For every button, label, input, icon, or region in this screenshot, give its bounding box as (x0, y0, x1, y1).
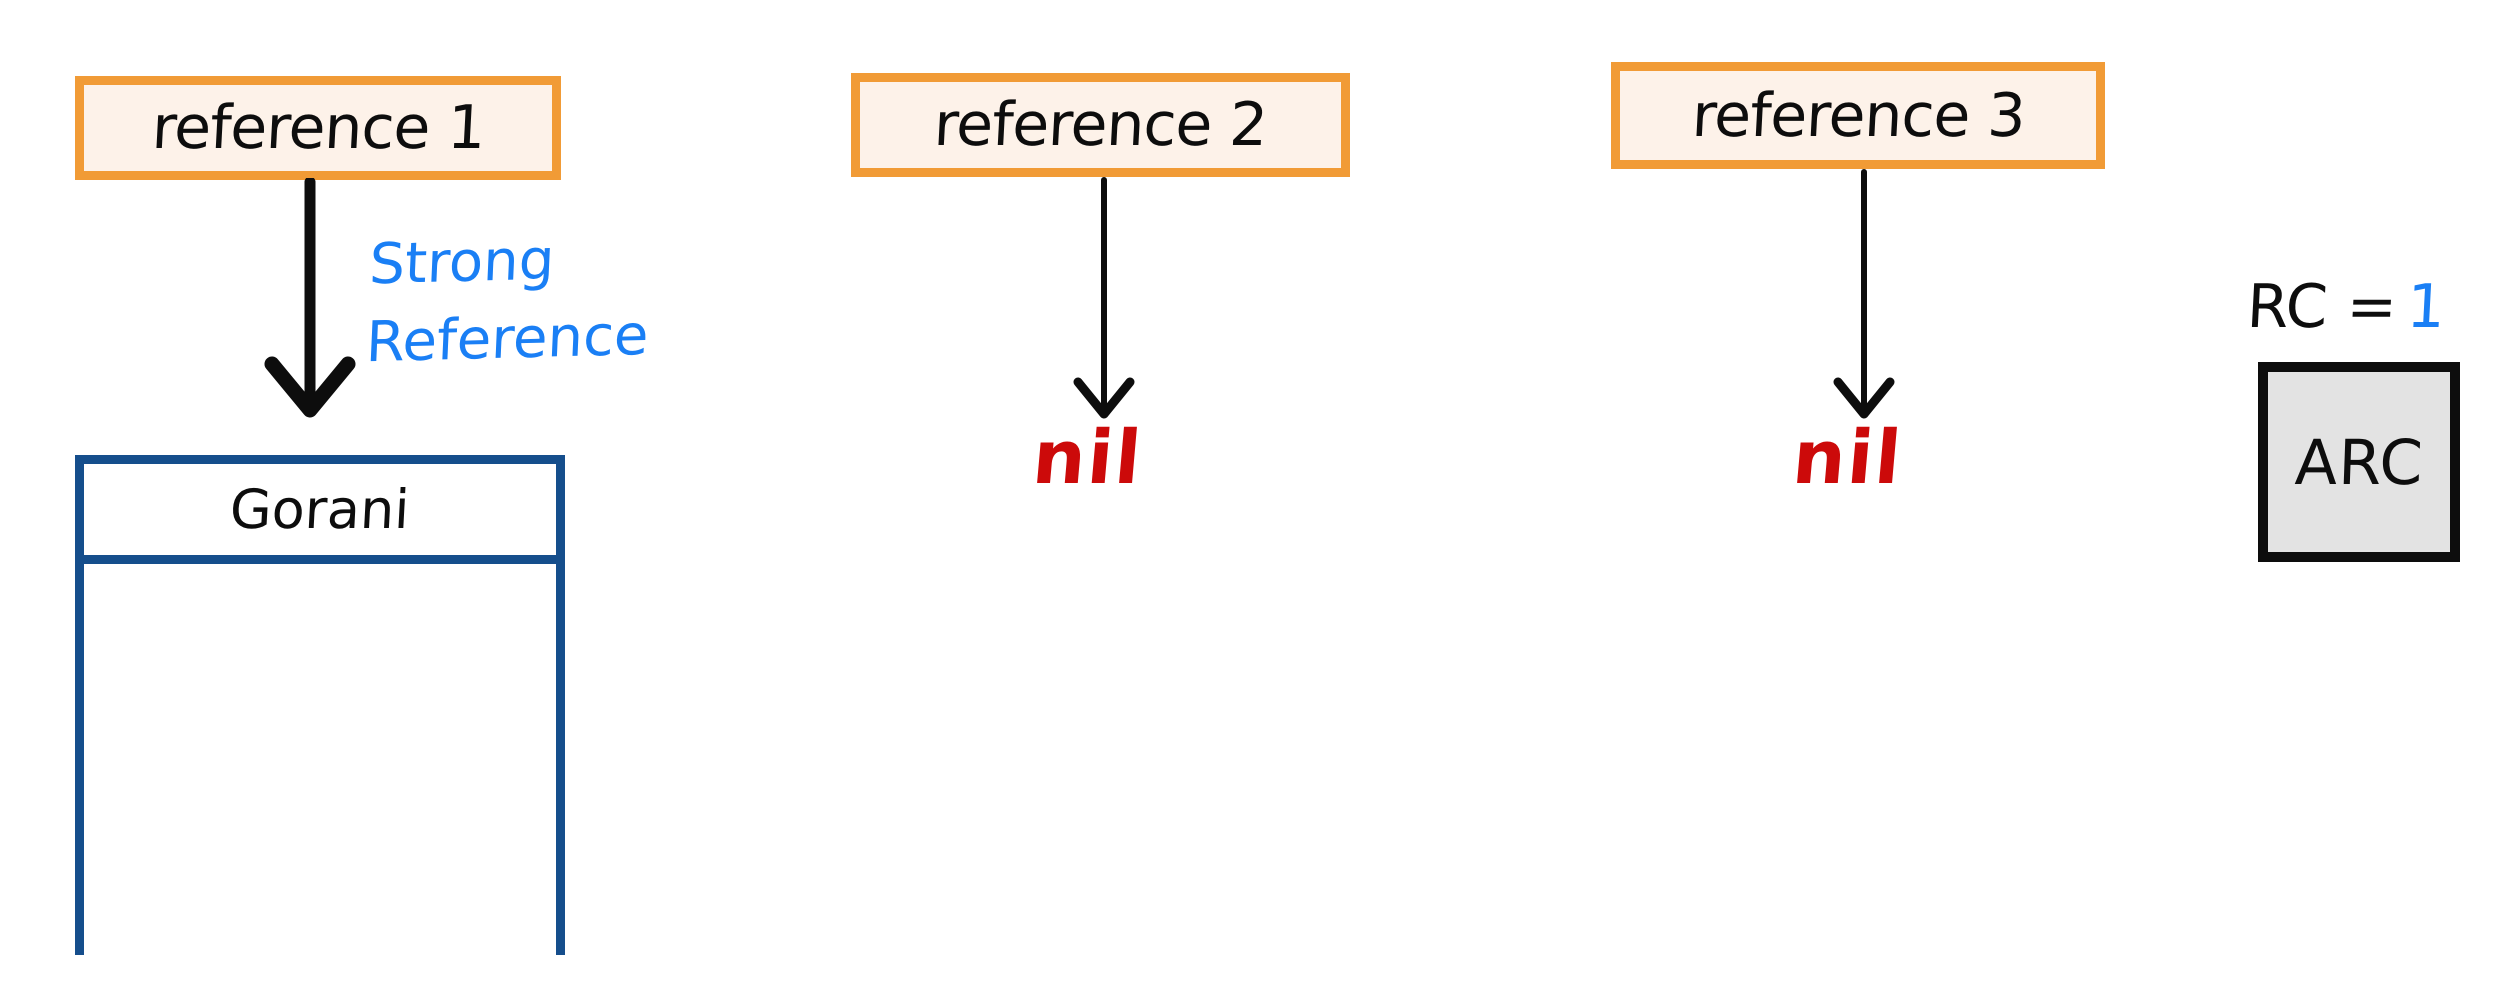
arrow-reference1-to-object (264, 178, 356, 418)
strong-reference-annotation: Strong Reference (364, 227, 650, 376)
object-instance-header: Gorani (84, 464, 556, 564)
object-instance-body (84, 564, 556, 1000)
arc-box-label: ARC (2293, 425, 2425, 499)
object-class-name: Gorani (228, 478, 412, 541)
reference-box-2-label: reference 2 (932, 90, 1269, 160)
nil-label-reference3: nil (1789, 415, 1907, 501)
reference-box-3-label: reference 3 (1689, 80, 2027, 151)
reference-box-2[interactable]: reference 2 (851, 73, 1350, 177)
arrow-reference2-to-nil (1073, 177, 1135, 419)
arrow-reference3-to-nil (1833, 169, 1895, 419)
arc-box[interactable]: ARC (2258, 362, 2460, 562)
retain-count-value: 1 (2405, 272, 2447, 342)
reference-box-1-label: reference 1 (149, 93, 487, 163)
reference-box-1[interactable]: reference 1 (75, 76, 561, 180)
retain-count-label: RC =1 (2245, 272, 2447, 342)
object-instance-box[interactable]: Gorani (75, 455, 565, 1000)
reference-box-3[interactable]: reference 3 (1611, 62, 2105, 169)
nil-label-reference2: nil (1029, 415, 1147, 501)
retain-count-text: RC = (2245, 272, 2399, 342)
